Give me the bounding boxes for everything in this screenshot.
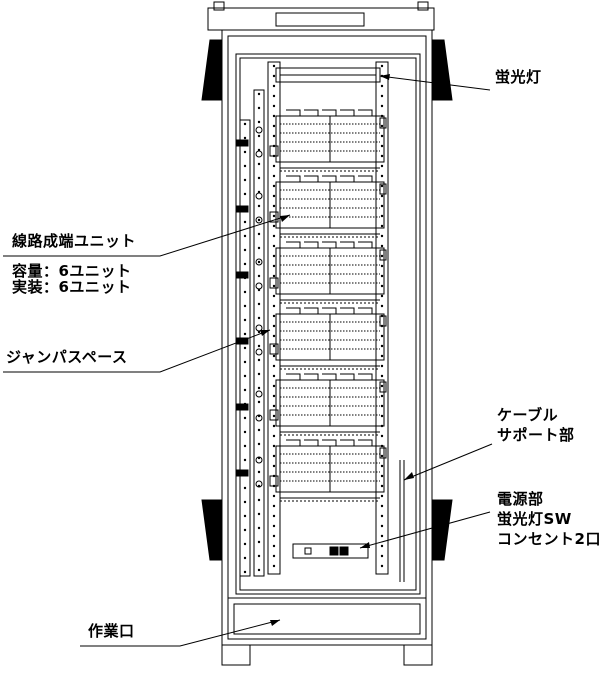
label-work-port: 作業口	[88, 622, 135, 640]
leader-fluorescent	[379, 75, 491, 91]
jumper-rails	[239, 89, 265, 577]
termination-unit	[235, 109, 387, 172]
line-termination-units	[235, 109, 387, 502]
label-power-2: 蛍光灯SW	[497, 510, 572, 528]
termination-unit	[235, 373, 387, 436]
label-installed: 実装：6ユニット	[12, 278, 132, 296]
leader-jumper-space	[3, 329, 271, 373]
leader-lines	[3, 75, 493, 647]
rail-holes	[243, 64, 384, 574]
label-fluorescent: 蛍光灯	[495, 68, 542, 86]
power-unit	[292, 543, 369, 559]
label-jumper-space: ジャンパスペース	[6, 348, 128, 366]
termination-unit	[235, 439, 387, 502]
rack-rails	[267, 61, 389, 575]
cable-support	[399, 460, 405, 582]
leader-line-unit	[3, 214, 291, 257]
label-line-unit: 線路成端ユニット	[12, 232, 137, 250]
work-port-frame	[233, 603, 421, 635]
fluorescent-lamp	[275, 67, 381, 83]
leader-cable-support	[403, 443, 493, 481]
label-power-3: コンセント2口	[497, 530, 600, 548]
label-cable-support-2: サポート部	[497, 426, 575, 444]
arrowheads	[260, 74, 414, 626]
leader-power	[359, 511, 491, 549]
termination-unit	[235, 241, 387, 304]
label-capacity: 容量：6ユニット	[12, 262, 132, 280]
top-lifting-handle	[207, 1, 435, 31]
label-power-1: 電源部	[497, 490, 544, 508]
leader-work-port	[80, 619, 281, 647]
cabinet-feet	[221, 644, 433, 666]
label-cable-support-1: ケーブル	[497, 406, 559, 424]
side-brackets	[201, 39, 453, 561]
